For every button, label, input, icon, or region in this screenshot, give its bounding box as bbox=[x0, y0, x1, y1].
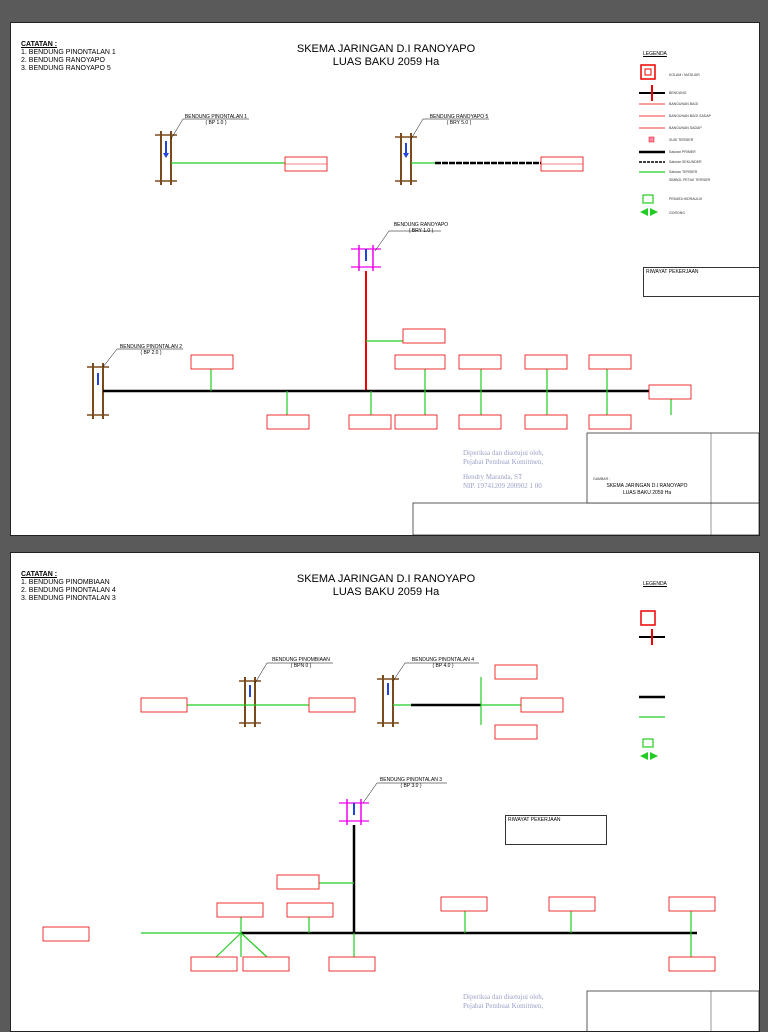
tertiary-block bbox=[276, 874, 320, 890]
weir-code: ( BP 2.0 ) bbox=[140, 350, 161, 356]
weir-label: BENDUNG PINONTALAN 3 bbox=[380, 777, 442, 783]
note-item: 1. BENDUNG PINOMBIAAN bbox=[21, 579, 110, 586]
legend-item: SIMBOL PETAK TERSIER bbox=[669, 178, 711, 182]
approval-stamp: Diperiksa dan disetujui oleh, Pejabat Pe… bbox=[463, 449, 544, 490]
schema-network-2: BENDUNG PINOMBIAAN ( BPN 0 ) BENDUNG PIN… bbox=[42, 610, 759, 1031]
gauge-symbol bbox=[642, 194, 654, 204]
tertiary-block bbox=[520, 697, 564, 713]
culvert-symbol-left bbox=[640, 752, 648, 760]
weir-bp4 bbox=[377, 675, 399, 727]
schema-title: SKEMA JARINGAN D.I RANOYAPO LUAS BAKU 20… bbox=[296, 43, 476, 68]
note-item: 1. BENDUNG PINONTALAN 1 bbox=[21, 49, 116, 56]
weir-label: BENDUNG PINOMBIAAN bbox=[272, 657, 330, 663]
gauge-symbol bbox=[642, 738, 654, 748]
drawing-sheet-1: CATATAN : 1. BENDUNG PINONTALAN 1 2. BEN… bbox=[10, 22, 760, 536]
drawing-label: GAMBAR : bbox=[593, 477, 610, 481]
pond-symbol bbox=[640, 64, 656, 80]
pond-symbol-inner bbox=[644, 68, 652, 76]
legend-item: PEMATA HIDRAULIK bbox=[669, 197, 703, 201]
notes-block: CATATAN : 1. BENDUNG PINOMBIAAN 2. BENDU… bbox=[21, 571, 116, 603]
weir-bry1 bbox=[351, 245, 381, 271]
legend-item: BANGUNAN SADAP bbox=[669, 126, 702, 130]
weir-bpn bbox=[239, 677, 261, 727]
legend-item: BENDUNG bbox=[669, 91, 687, 95]
weir-code: ( BP 1.0 ) bbox=[205, 120, 226, 126]
work-history-table: RIWAYAT PEKERJAAN bbox=[505, 815, 607, 845]
note-item: 2. BENDUNG PINONTALAN 4 bbox=[21, 587, 116, 594]
schema-network-1: BENDUNG PINONTALAN 1 ( BP 1.0 ) BENDUNG … bbox=[87, 64, 759, 535]
weir-code: ( BP 3.0 ) bbox=[400, 783, 421, 789]
weir-label: BENDUNG RANOYAPO bbox=[394, 222, 448, 228]
notes-header: CATATAN : bbox=[21, 41, 58, 48]
weir-code: ( BRY 1.0 ) bbox=[409, 228, 434, 234]
tertiary-blocks bbox=[190, 354, 692, 430]
drawing-title: SKEMA JARINGAN D.I RANOYAPO bbox=[606, 483, 687, 489]
weir-code: ( BP 4.0 ) bbox=[432, 663, 453, 669]
weir-code: ( BPN 0 ) bbox=[291, 663, 312, 669]
legend-item: SUSI TERSIER bbox=[669, 138, 694, 142]
weir-bry5 bbox=[395, 133, 417, 185]
notes-block: CATATAN : 1. BENDUNG PINONTALAN 1 2. BEN… bbox=[21, 41, 116, 73]
legend-header: LEGENDA bbox=[643, 51, 667, 57]
legend-item: BANGUNAN BAGI SADAP bbox=[669, 114, 712, 118]
weir-code: ( BRY 5.0 ) bbox=[447, 120, 472, 126]
note-item: 3. BENDUNG PINONTALAN 3 bbox=[21, 595, 116, 602]
drawing-subtitle: LUAS BAKU 2059 Ha bbox=[623, 490, 672, 496]
culvert-symbol-left bbox=[640, 208, 648, 216]
legend-item: KOLAM / MATA AIR bbox=[669, 73, 700, 77]
culvert-symbol-right bbox=[650, 752, 658, 760]
weir-bp3 bbox=[339, 799, 369, 825]
weir-label: BENDUNG PINONTALAN 2 bbox=[120, 344, 182, 350]
pond-symbol bbox=[640, 610, 656, 626]
legend-item: Saluran PRIMER bbox=[669, 150, 696, 154]
weir-bp1 bbox=[155, 131, 177, 185]
tertiary-block bbox=[494, 724, 538, 740]
notes-header: CATATAN : bbox=[21, 571, 58, 578]
tertiary-box-symbol bbox=[648, 136, 655, 143]
legend-item: Saluran TERSIER bbox=[669, 170, 698, 174]
schema-title: SKEMA JARINGAN D.I RANOYAPO LUAS BAKU 20… bbox=[296, 573, 476, 598]
tertiary-block bbox=[140, 697, 188, 713]
note-item: 2. BENDUNG RANOYAPO bbox=[21, 57, 105, 64]
tertiary-block bbox=[494, 664, 538, 680]
legend-header: LEGENDA bbox=[643, 581, 667, 587]
weir-label: BENDUNG RANOYAPO 5 bbox=[430, 114, 489, 120]
approval-stamp: Diperiksa dan disetujui oleh, Pejabat Pe… bbox=[463, 993, 544, 1010]
weir-label: BENDUNG PINONTALAN 1 bbox=[185, 114, 247, 120]
tertiary-blocks bbox=[42, 896, 716, 972]
work-history-table: RIWAYAT PEKERJAAN bbox=[643, 267, 759, 297]
tertiary-block bbox=[402, 328, 446, 344]
drawing-sheet-2: CATATAN : 1. BENDUNG PINOMBIAAN 2. BENDU… bbox=[10, 552, 760, 1032]
weir-label: BENDUNG PINONTALAN 4 bbox=[412, 657, 474, 663]
legend-item: BANGUNAN BAGI bbox=[669, 102, 699, 106]
legend-item: GORONG bbox=[669, 211, 685, 215]
note-item: 3. BENDUNG RANOYAPO 5 bbox=[21, 65, 111, 72]
culvert-symbol-right bbox=[650, 208, 658, 216]
tertiary-branches bbox=[215, 911, 692, 958]
legend-item: Saluran SEKUNDER bbox=[669, 160, 702, 164]
tertiary-block bbox=[308, 697, 356, 713]
tertiary-branches bbox=[210, 369, 672, 415]
